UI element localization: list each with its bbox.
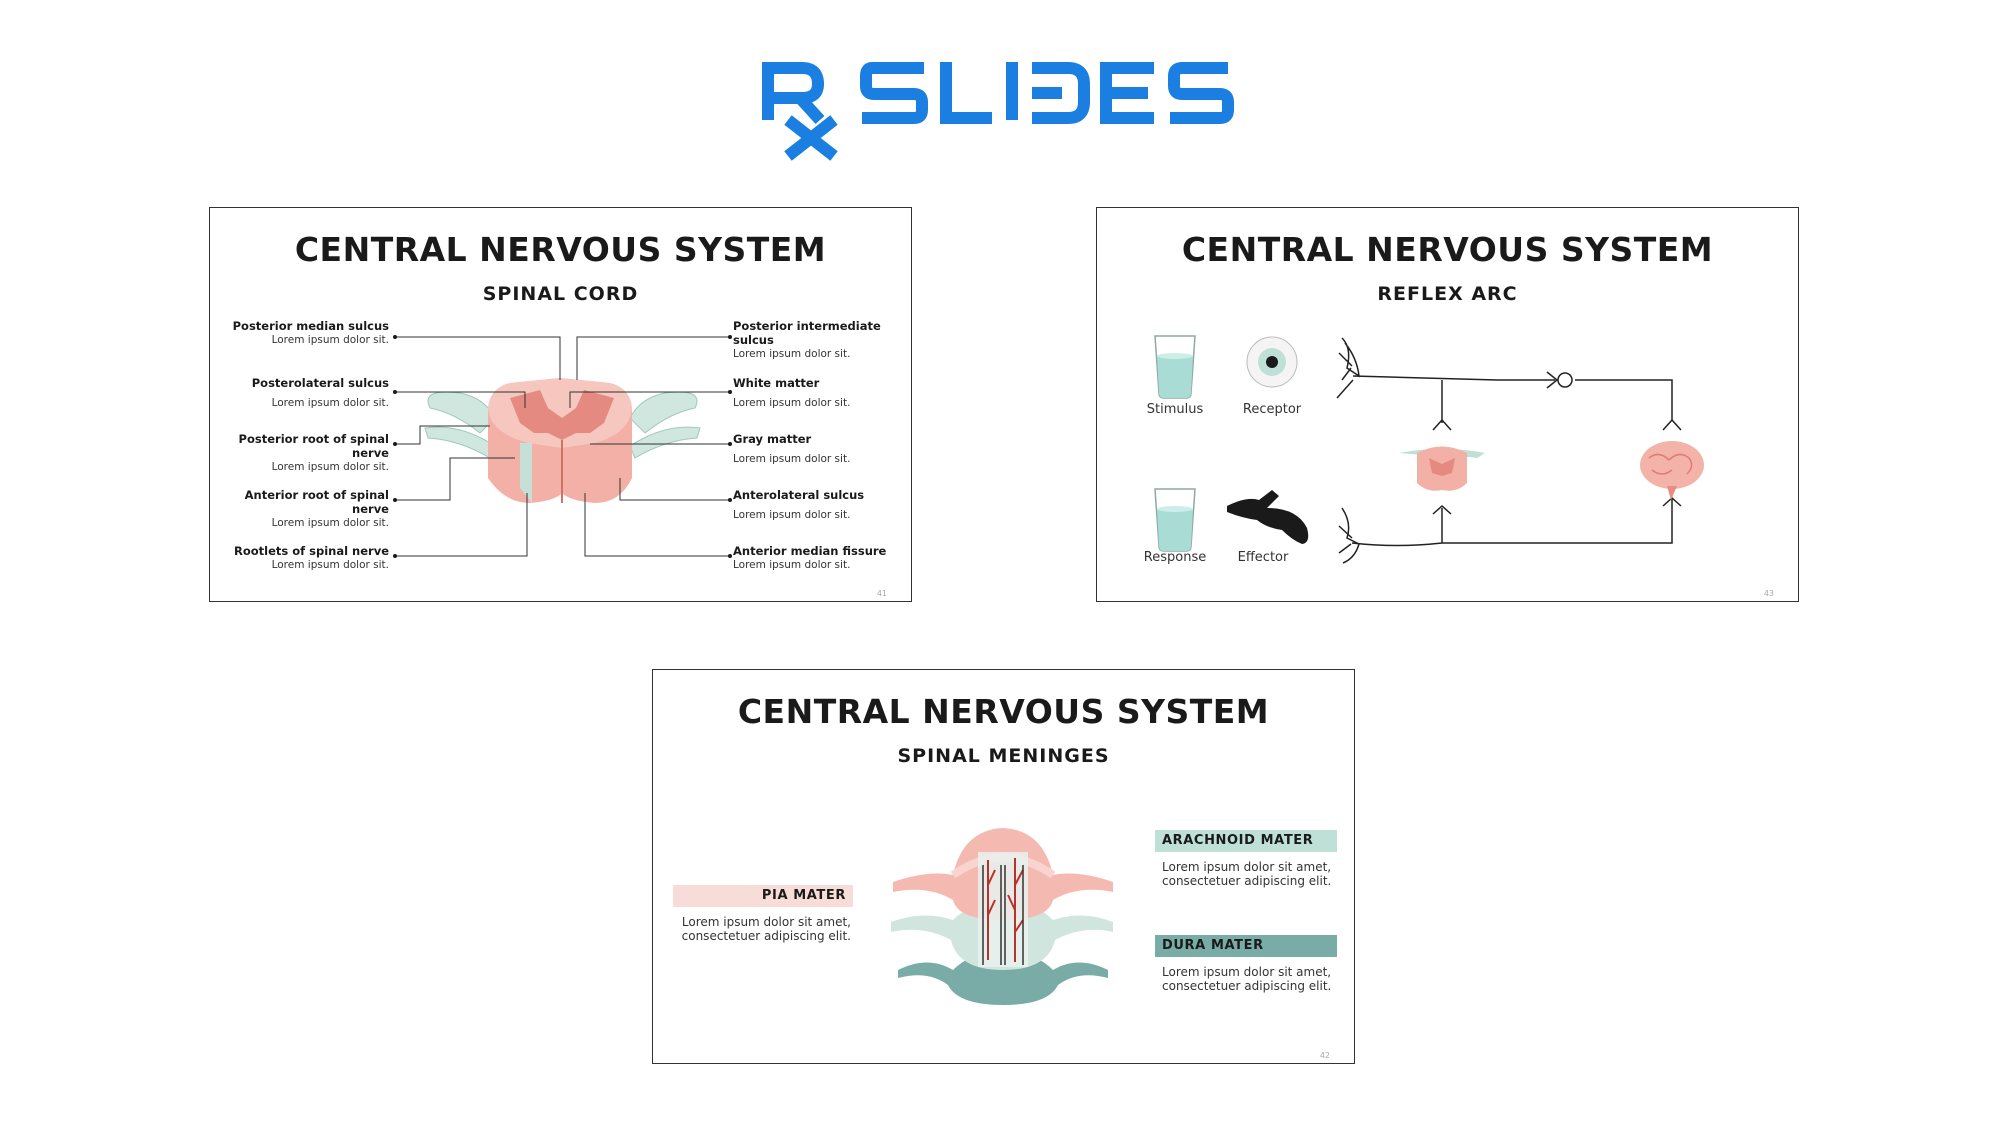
- slide-subtitle: REFLEX ARC: [1377, 283, 1518, 305]
- glass-icon: [1154, 335, 1196, 399]
- slide-subtitle: SPINAL CORD: [482, 283, 639, 305]
- label-heading: Posterior root of spinal nerve: [238, 432, 389, 460]
- label-gray-matter: Gray matter Lorem ipsum dolor sit.: [733, 432, 898, 466]
- label-desc: Lorem ipsum dolor sit.: [271, 334, 389, 346]
- label-rootlets: Rootlets of spinal nerve Lorem ipsum dol…: [224, 544, 389, 572]
- tag-arachnoid-mater: ARACHNOID MATER: [1155, 830, 1337, 852]
- slide-title: CENTRAL NERVOUS SYSTEM: [737, 692, 1270, 731]
- spinal-cord-icon: [1399, 446, 1485, 491]
- label-desc: Lorem ipsum dolor sit.: [733, 453, 851, 465]
- label-desc: Lorem ipsum dolor sit.: [733, 509, 851, 521]
- label-desc: Lorem ipsum dolor sit.: [271, 517, 389, 529]
- glass-icon: [1154, 488, 1196, 552]
- slide-title: CENTRAL NERVOUS SYSTEM: [294, 230, 827, 269]
- tag-pia-mater: PIA MATER: [673, 885, 853, 907]
- text-dura-mater: Lorem ipsum dolor sit amet, consectetuer…: [1162, 965, 1332, 993]
- page-number: 41: [876, 589, 887, 598]
- label-desc: Lorem ipsum dolor sit.: [271, 559, 389, 571]
- page-number: 42: [1319, 1051, 1330, 1060]
- slide-subtitle: SPINAL MENINGES: [897, 745, 1110, 767]
- label-desc: Lorem ipsum dolor sit.: [733, 348, 851, 360]
- caption-effector: Effector: [1237, 550, 1289, 565]
- label-anterolateral-sulcus: Anterolateral sulcus Lorem ipsum dolor s…: [733, 488, 898, 522]
- label-heading: Posterolateral sulcus: [251, 376, 389, 390]
- slide-spinal-cord[interactable]: CENTRAL NERVOUS SYSTEM SPINAL CORD: [209, 207, 912, 602]
- caption-stimulus: Stimulus: [1146, 402, 1204, 417]
- label-desc: Lorem ipsum dolor sit.: [733, 397, 851, 409]
- label-heading: Posterior median sulcus: [232, 319, 389, 333]
- caption-response: Response: [1143, 550, 1207, 565]
- label-desc: Lorem ipsum dolor sit.: [271, 397, 389, 409]
- tag-dura-mater: DURA MATER: [1155, 935, 1337, 957]
- caption-receptor: Receptor: [1242, 402, 1302, 417]
- label-heading: Rootlets of spinal nerve: [233, 544, 389, 558]
- label-anterior-root: Anterior root of spinal nerve Lorem ipsu…: [224, 488, 389, 530]
- page-number: 43: [1763, 589, 1774, 598]
- label-posterior-intermediate-sulcus: Posterior intermediate sulcus Lorem ipsu…: [733, 319, 898, 361]
- label-heading: Gray matter: [733, 432, 812, 446]
- label-anterior-median-fissure: Anterior median fissure Lorem ipsum dolo…: [733, 544, 898, 572]
- label-posterior-median-sulcus: Posterior median sulcus Lorem ipsum dolo…: [224, 319, 389, 347]
- label-heading: Anterior median fissure: [733, 544, 887, 558]
- slide-spinal-meninges[interactable]: CENTRAL NERVOUS SYSTEM SPINAL MENINGES P…: [652, 669, 1355, 1064]
- label-heading: Anterior root of spinal nerve: [244, 488, 389, 516]
- reflex-arc-diagram: [1154, 335, 1704, 564]
- slide-title: CENTRAL NERVOUS SYSTEM: [1181, 230, 1714, 269]
- label-white-matter: White matter Lorem ipsum dolor sit.: [733, 376, 898, 410]
- eye-icon: [1246, 336, 1298, 388]
- label-posterior-root: Posterior root of spinal nerve Lorem ips…: [224, 432, 389, 474]
- label-desc: Lorem ipsum dolor sit.: [733, 559, 851, 571]
- text-arachnoid-mater: Lorem ipsum dolor sit amet, consectetuer…: [1162, 860, 1332, 888]
- label-desc: Lorem ipsum dolor sit.: [271, 461, 389, 473]
- meninges-illustration: [891, 828, 1113, 1005]
- label-posterolateral-sulcus: Posterolateral sulcus Lorem ipsum dolor …: [224, 376, 389, 410]
- hand-icon: [1227, 490, 1309, 544]
- slide-reflex-arc[interactable]: CENTRAL NERVOUS SYSTEM REFLEX ARC: [1096, 207, 1799, 602]
- spinal-cord-illustration: [393, 335, 732, 558]
- label-heading: Anterolateral sulcus: [733, 488, 865, 502]
- rxslides-logo: [762, 62, 1234, 161]
- brain-icon: [1640, 441, 1704, 500]
- label-heading: White matter: [733, 376, 820, 390]
- text-pia-mater: Lorem ipsum dolor sit amet, consectetuer…: [681, 915, 851, 943]
- label-heading: Posterior intermediate sulcus: [733, 319, 881, 347]
